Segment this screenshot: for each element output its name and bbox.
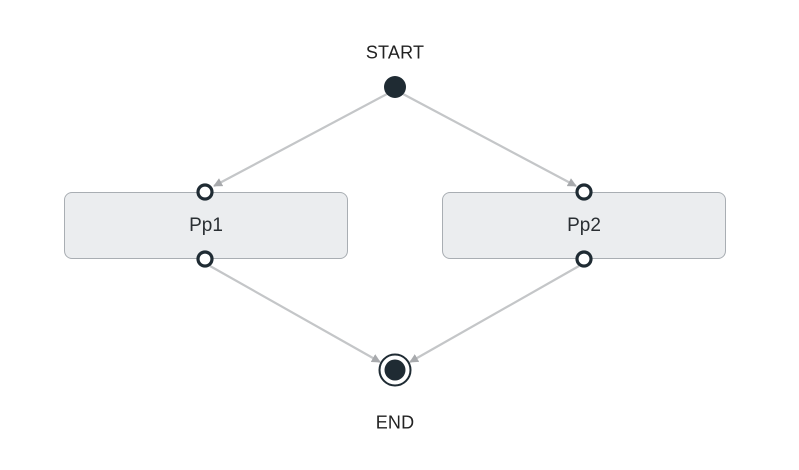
process-node-pp2[interactable]: Pp2 [442, 192, 726, 259]
start-node[interactable] [384, 76, 406, 98]
process-node-label: Pp2 [567, 214, 601, 236]
edge-pp1-to-end[interactable] [209, 265, 381, 363]
edge-start-to-pp2[interactable] [402, 93, 577, 187]
process-node-pp1[interactable]: Pp1 [64, 192, 348, 259]
end-node[interactable] [378, 353, 412, 387]
start-label: START [365, 42, 425, 63]
process-node-label: Pp1 [189, 214, 223, 236]
pp2-output-port[interactable] [575, 250, 593, 268]
pp2-input-port[interactable] [575, 183, 593, 201]
edge-start-to-pp1[interactable] [213, 93, 388, 187]
end-label: END [375, 412, 415, 433]
edge-pp2-to-end[interactable] [409, 265, 580, 363]
pp1-input-port[interactable] [196, 183, 214, 201]
pp1-output-port[interactable] [196, 250, 214, 268]
